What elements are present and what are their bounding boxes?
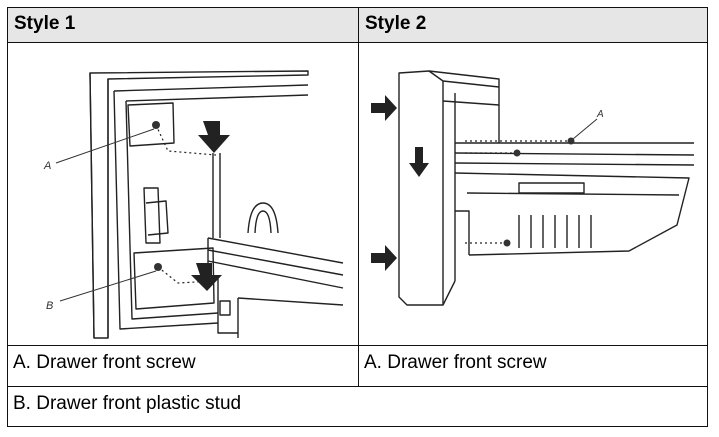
right-arrow-icon	[371, 95, 397, 121]
screw-a-icon	[152, 121, 160, 129]
caption-b: B. Drawer front plastic stud	[7, 386, 708, 427]
screw-a-icon	[567, 137, 575, 145]
door-frame-edge	[89, 70, 309, 339]
style2-header: Style 2	[358, 7, 708, 43]
label-a: A	[43, 160, 51, 172]
style2-drawing: A	[371, 70, 695, 306]
label-b: B	[46, 300, 53, 312]
stud-b-icon	[154, 263, 162, 271]
label-a: A	[596, 109, 604, 120]
right-arrow-icon	[371, 245, 397, 271]
style2-caption-a: A. Drawer front screw	[358, 345, 708, 387]
style1-header: Style 1	[7, 7, 359, 43]
style2-illustration: A	[358, 42, 708, 346]
screw-icon	[513, 149, 521, 157]
down-arrow-icon	[409, 147, 429, 177]
style1-illustration: A B	[7, 42, 359, 346]
drawer-front-panel	[398, 70, 444, 306]
down-arrow-icon	[198, 121, 230, 153]
screw-icon	[503, 239, 511, 247]
style1-caption-a: A. Drawer front screw	[7, 345, 359, 387]
style1-drawing: A B	[43, 70, 344, 339]
figure-table: Style 1 Style 2	[7, 7, 708, 427]
down-arrow-icon	[191, 263, 222, 291]
